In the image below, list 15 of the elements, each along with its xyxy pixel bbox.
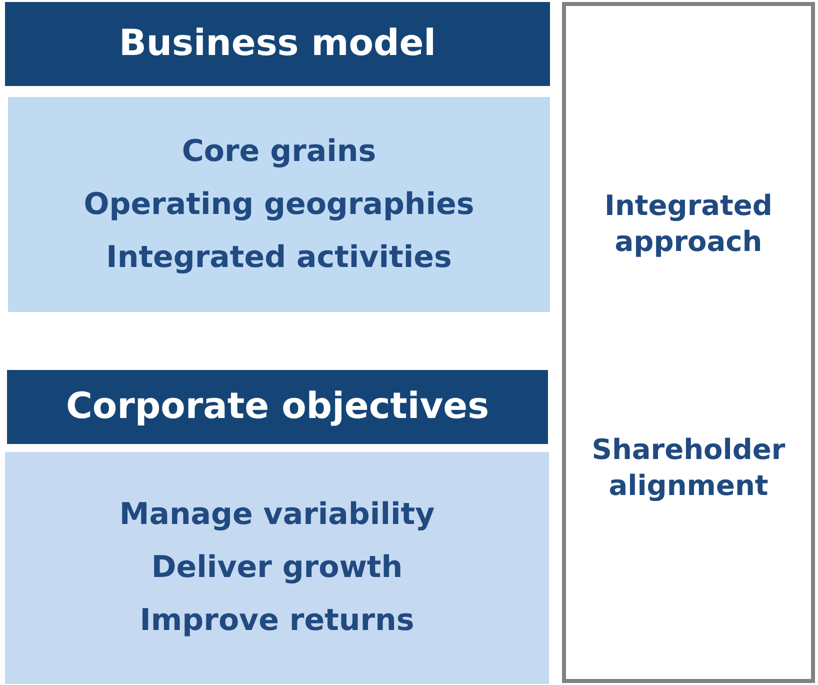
list-item: Core grains xyxy=(182,134,376,170)
header-text: Business model xyxy=(118,22,436,66)
list-item: Operating geographies xyxy=(84,186,474,222)
list-item: Deliver growth xyxy=(151,550,403,586)
list-item: Integrated activities xyxy=(106,240,452,276)
header-text: Corporate objectives xyxy=(66,385,490,429)
panel-text: Shareholder alignment xyxy=(590,432,786,504)
header-box xyxy=(7,370,548,444)
header-box xyxy=(5,2,550,86)
list-item: Improve returns xyxy=(140,603,414,639)
panel-text: Integrated approach xyxy=(604,188,774,260)
content-box xyxy=(5,452,549,684)
outlined-panel xyxy=(562,2,815,683)
list-item: Manage variability xyxy=(119,497,435,533)
content-box xyxy=(8,97,550,312)
